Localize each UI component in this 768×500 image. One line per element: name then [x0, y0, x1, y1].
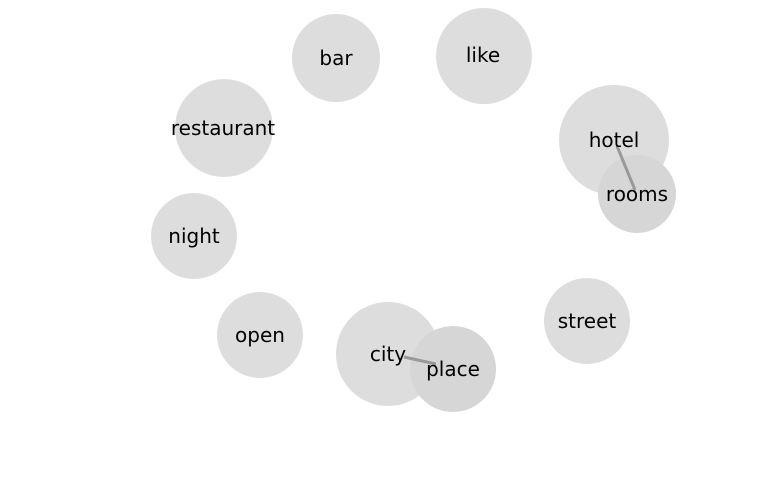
- node-night-label: night: [168, 224, 220, 248]
- node-rooms-label: rooms: [606, 182, 668, 206]
- node-hotel-label: hotel: [589, 128, 640, 152]
- node-open-label: open: [235, 323, 285, 347]
- node-city-label: city: [370, 342, 406, 366]
- node-place-label: place: [426, 357, 480, 381]
- node-restaurant-label: restaurant: [171, 116, 275, 140]
- node-street-label: street: [558, 309, 617, 333]
- node-like: like: [436, 8, 532, 104]
- node-place: [410, 326, 496, 412]
- node-open-circle: [217, 292, 303, 378]
- node-restaurant: restaurant: [171, 79, 275, 177]
- node-like-label: like: [466, 43, 500, 67]
- edge-city-place: [403, 355, 437, 366]
- node-bar: bar: [292, 14, 380, 102]
- node-open: open: [217, 292, 303, 378]
- node-bar-label: bar: [319, 46, 353, 70]
- node-night: night: [151, 193, 237, 279]
- node-night-circle: [151, 193, 237, 279]
- node-bar-circle: [292, 14, 380, 102]
- node-rooms: [598, 155, 676, 233]
- node-street: street: [544, 278, 630, 364]
- node-restaurant-circle: [175, 79, 273, 177]
- edge-hotel-rooms: [615, 145, 637, 191]
- edges-top-layer: [403, 145, 637, 366]
- node-like-circle: [436, 8, 532, 104]
- node-rooms-circle: [598, 155, 676, 233]
- node-place-circle: [410, 326, 496, 412]
- node-street-circle: [544, 278, 630, 364]
